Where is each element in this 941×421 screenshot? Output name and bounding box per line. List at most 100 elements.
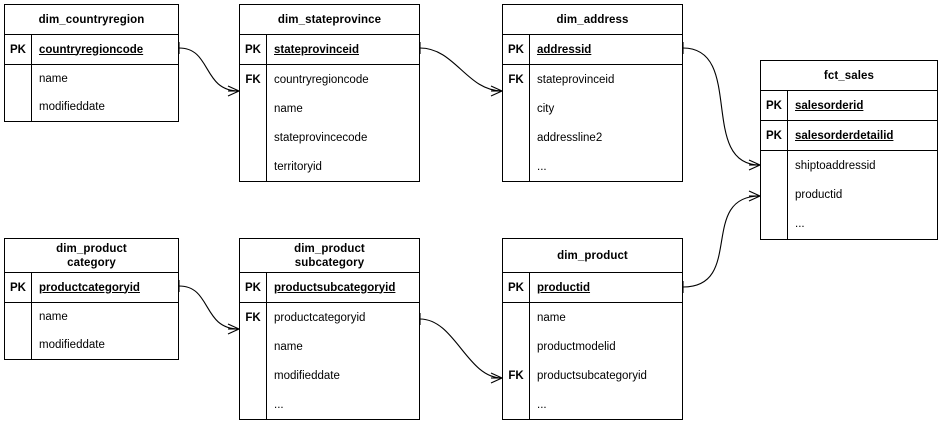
entity-pk-row[interactable]: PK salesorderid (761, 91, 937, 121)
key-badge-fk: FK (508, 369, 524, 382)
entity-pk-row[interactable]: PK addressid (503, 35, 682, 65)
entity-title-line: dim_address (556, 13, 629, 26)
key-badge-empty (761, 180, 787, 209)
key-badge-pk: PK (761, 121, 788, 150)
attribute-name: name (274, 340, 303, 353)
attribute-name: countryregioncode (274, 73, 369, 86)
key-badge-column (5, 65, 32, 121)
attribute-name: productmodelid (537, 340, 616, 353)
attribute-name: name (39, 73, 68, 85)
key-badge-column: FK (240, 65, 267, 181)
key-badge-fk: FK (245, 73, 261, 86)
entity-title: fct_sales (761, 61, 937, 91)
relationship-address-to-sales[interactable] (682, 42, 761, 171)
key-badge-pk: PK (240, 273, 267, 302)
key-badge-empty (240, 390, 266, 419)
attribute-name: ... (274, 398, 284, 411)
relationship-productsubcategory-to-product[interactable] (419, 313, 503, 384)
key-badge-empty (240, 152, 266, 181)
attribute-name: territoryid (274, 160, 322, 173)
entity-title: dim_address (503, 5, 682, 35)
key-badge-empty (503, 303, 529, 332)
attribute-name: name (537, 311, 566, 324)
entity-title-line: dim_product (56, 242, 127, 255)
attribute-name: salesorderid (795, 99, 864, 112)
relationship-productcategory-to-subcategory[interactable] (178, 280, 240, 335)
key-badge-pk: PK (503, 35, 530, 64)
key-badge-empty (5, 65, 31, 93)
attribute-name: salesorderdetailid (795, 129, 894, 142)
relationship-stateprovince-to-address[interactable] (419, 42, 503, 97)
attribute-name: city (537, 102, 555, 115)
cardinality-many-marker (227, 323, 240, 335)
key-badge-empty (503, 390, 529, 419)
attribute-name: productid (795, 188, 843, 201)
key-badge-empty (503, 332, 529, 361)
entity-title-line: dim_product (294, 242, 365, 255)
key-badge-column: FK (503, 303, 530, 419)
key-badge-empty (761, 151, 787, 180)
entity-attribute-block: name modifieddate (5, 65, 178, 121)
entity-title-line: subcategory (294, 256, 365, 269)
attribute-name: modifieddate (39, 101, 105, 113)
entity-title-line: dim_stateprovince (277, 13, 382, 26)
key-badge-column: FK (503, 65, 530, 181)
relationship-countryregion-to-stateprovince[interactable] (178, 42, 240, 97)
attribute-name: productsubcategoryid (537, 369, 647, 382)
key-badge-pk: PK (761, 91, 788, 120)
entity-title: dim_countryregion (5, 5, 178, 35)
attribute-name: productcategoryid (39, 281, 140, 294)
cardinality-many-marker (490, 85, 503, 97)
entity-title-line: category (67, 256, 116, 269)
attribute-name: ... (537, 160, 547, 173)
attribute-name: stateprovincecode (274, 131, 368, 144)
cardinality-many-marker (490, 372, 503, 384)
cardinality-many-marker (748, 190, 761, 202)
relationship-product-to-sales[interactable] (682, 190, 761, 293)
attribute-name: modifieddate (39, 339, 105, 351)
key-badge-empty (503, 152, 529, 181)
attribute-name: ... (537, 398, 547, 411)
attribute-column: name modifieddate (32, 65, 178, 121)
key-badge-empty (5, 331, 31, 359)
attribute-name: ... (795, 218, 805, 231)
key-badge-empty (761, 210, 787, 239)
attribute-name: productcategoryid (274, 311, 366, 324)
attribute-name: productid (537, 281, 591, 294)
cardinality-many-marker (227, 85, 240, 97)
attribute-name: addressid (537, 43, 592, 56)
entity-pk-row[interactable]: PK salesorderdetailid (761, 121, 937, 151)
key-badge-empty (240, 123, 266, 152)
cardinality-many-marker (748, 159, 761, 171)
attribute-column: name productmodelid productsubcategoryid..… (530, 303, 682, 419)
attribute-name: stateprovinceid (537, 73, 615, 86)
key-badge-empty (503, 94, 529, 123)
entity-attribute-block: shiptoaddressid productid... (761, 151, 937, 239)
key-badge-column (5, 303, 32, 359)
attribute-name: stateprovinceid (274, 43, 359, 56)
entity-title-line: fct_sales (823, 69, 875, 82)
key-badge-pk: PK (5, 35, 32, 64)
key-badge-empty (240, 361, 266, 390)
attribute-name: shiptoaddressid (795, 159, 876, 172)
